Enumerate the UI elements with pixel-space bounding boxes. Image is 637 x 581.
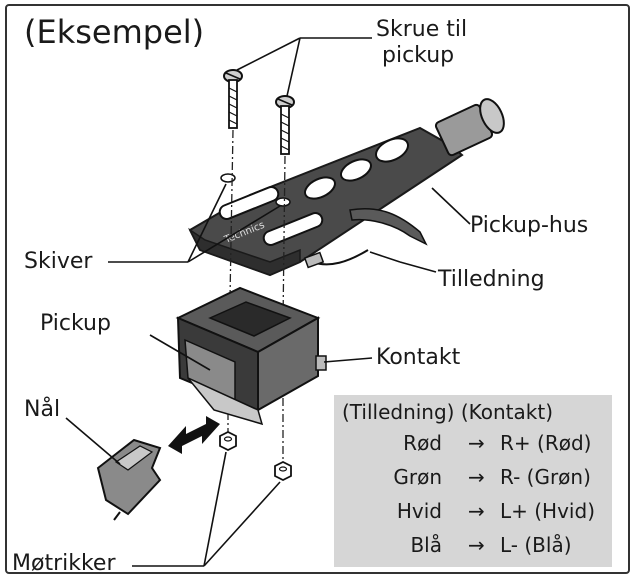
screw-left [223,69,243,129]
wire-color: Rød [403,431,442,455]
label-lead: Tilledning [438,267,545,292]
wiring-row: Hvid → L+ (Hvid) [334,495,612,527]
leader-lines [65,37,471,567]
label-nuts: Møtrikker [12,551,116,576]
arrow-icon: → [468,533,485,557]
nut-right [274,460,292,482]
stylus [96,438,162,521]
label-headshell: Pickup-hus [470,213,589,238]
alignment-lines [227,129,286,462]
diagram-frame [5,4,630,574]
wiring-table-header: (Tilledning) (Kontakt) [342,400,553,424]
wire-color: Hvid [396,499,442,523]
arrow-icon: → [468,431,485,455]
terminal: L- (Blå) [500,533,572,557]
terminal: R+ (Rød) [500,431,592,455]
wiring-table: (Tilledning) (Kontakt) Rød → R+ (Rød) Gr… [334,395,612,567]
label-connector: Kontakt [376,345,461,370]
arrow-icon: → [468,499,485,523]
label-stylus: Nål [24,397,61,422]
diagram-title: (Eksempel) [24,13,205,51]
label-washers: Skiver [24,249,93,274]
arrow-icon: → [468,465,485,489]
washer-left [220,173,236,183]
label-cartridge: Pickup [40,311,111,336]
washer-right [275,197,291,207]
wiring-row: Blå → L- (Blå) [334,529,612,561]
headshell [188,98,505,277]
wiring-row: Rød → R+ (Rød) [334,427,612,459]
screw-right [275,95,295,155]
terminal: R- (Grøn) [500,465,591,489]
double-arrow [168,416,220,454]
nut-left [219,430,237,452]
wire-color: Blå [410,533,442,557]
wiring-row: Grøn → R- (Grøn) [334,461,612,493]
label-screw-line1: Skrue til [376,17,468,42]
terminal: L+ (Hvid) [500,499,595,523]
cartridge [175,286,327,426]
label-screw-line2: pickup [382,43,455,68]
wire-color: Grøn [393,465,442,489]
